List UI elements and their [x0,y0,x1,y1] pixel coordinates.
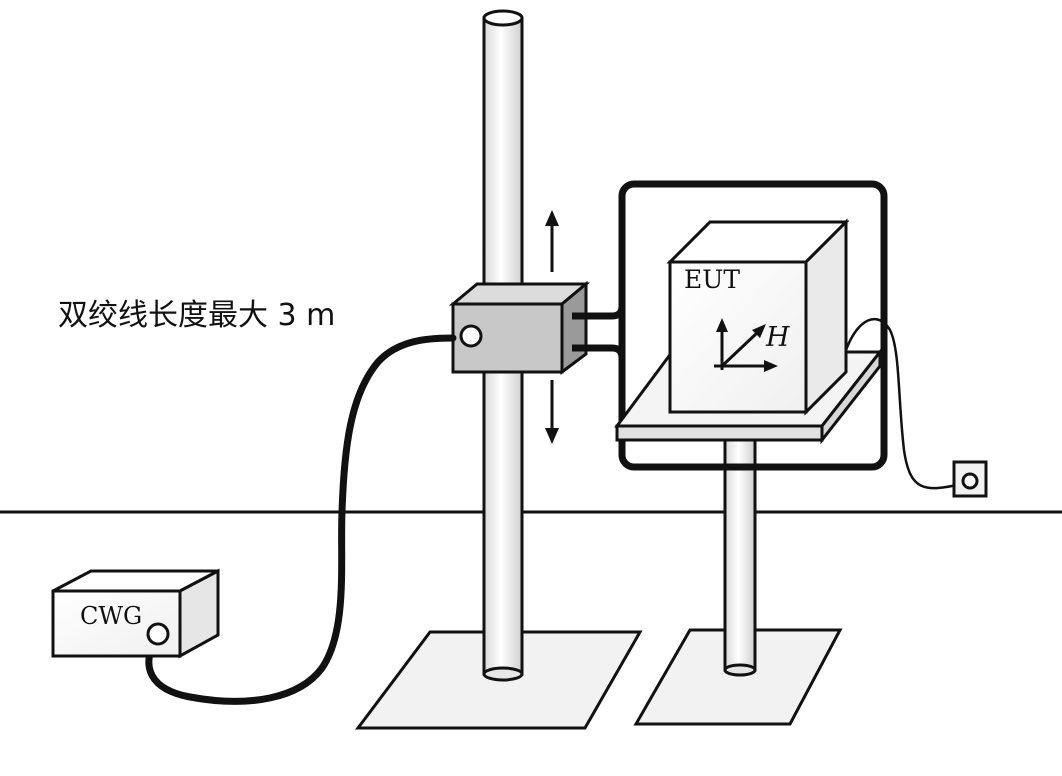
loop-lead-lower [572,344,626,390]
socket-outlet-icon [961,472,979,490]
loop-antenna-frame [618,180,888,471]
coupling-box-connector-icon [459,324,483,348]
coupling-box [448,280,591,375]
vertical-move-arrows-icon [545,210,559,444]
cwg-generator [51,568,220,659]
eut-label: EUT [684,265,740,294]
twisted-pair-cable [145,334,457,705]
cwg-output-connector-icon [146,622,170,646]
stand-pole-foot [482,666,524,682]
loop-lead-upper [572,270,626,320]
table-top-edge [615,424,824,442]
table-top-side [820,347,882,445]
cwg-label: CWG [80,602,142,630]
stand-pole-top [482,9,524,27]
eut-table [633,438,843,726]
magnetic-field-label: H [765,322,790,353]
wall-socket [952,460,988,498]
table-base-plate [633,628,843,726]
eut-cube-front [668,260,808,414]
twisted-pair-length-label: 双绞线长度最大 3 m [58,298,335,333]
field-axes-icon [714,318,778,372]
table-leg-foot [723,663,757,677]
table-leg [723,438,757,672]
eut-cube [666,218,850,416]
power-cord [844,317,963,490]
